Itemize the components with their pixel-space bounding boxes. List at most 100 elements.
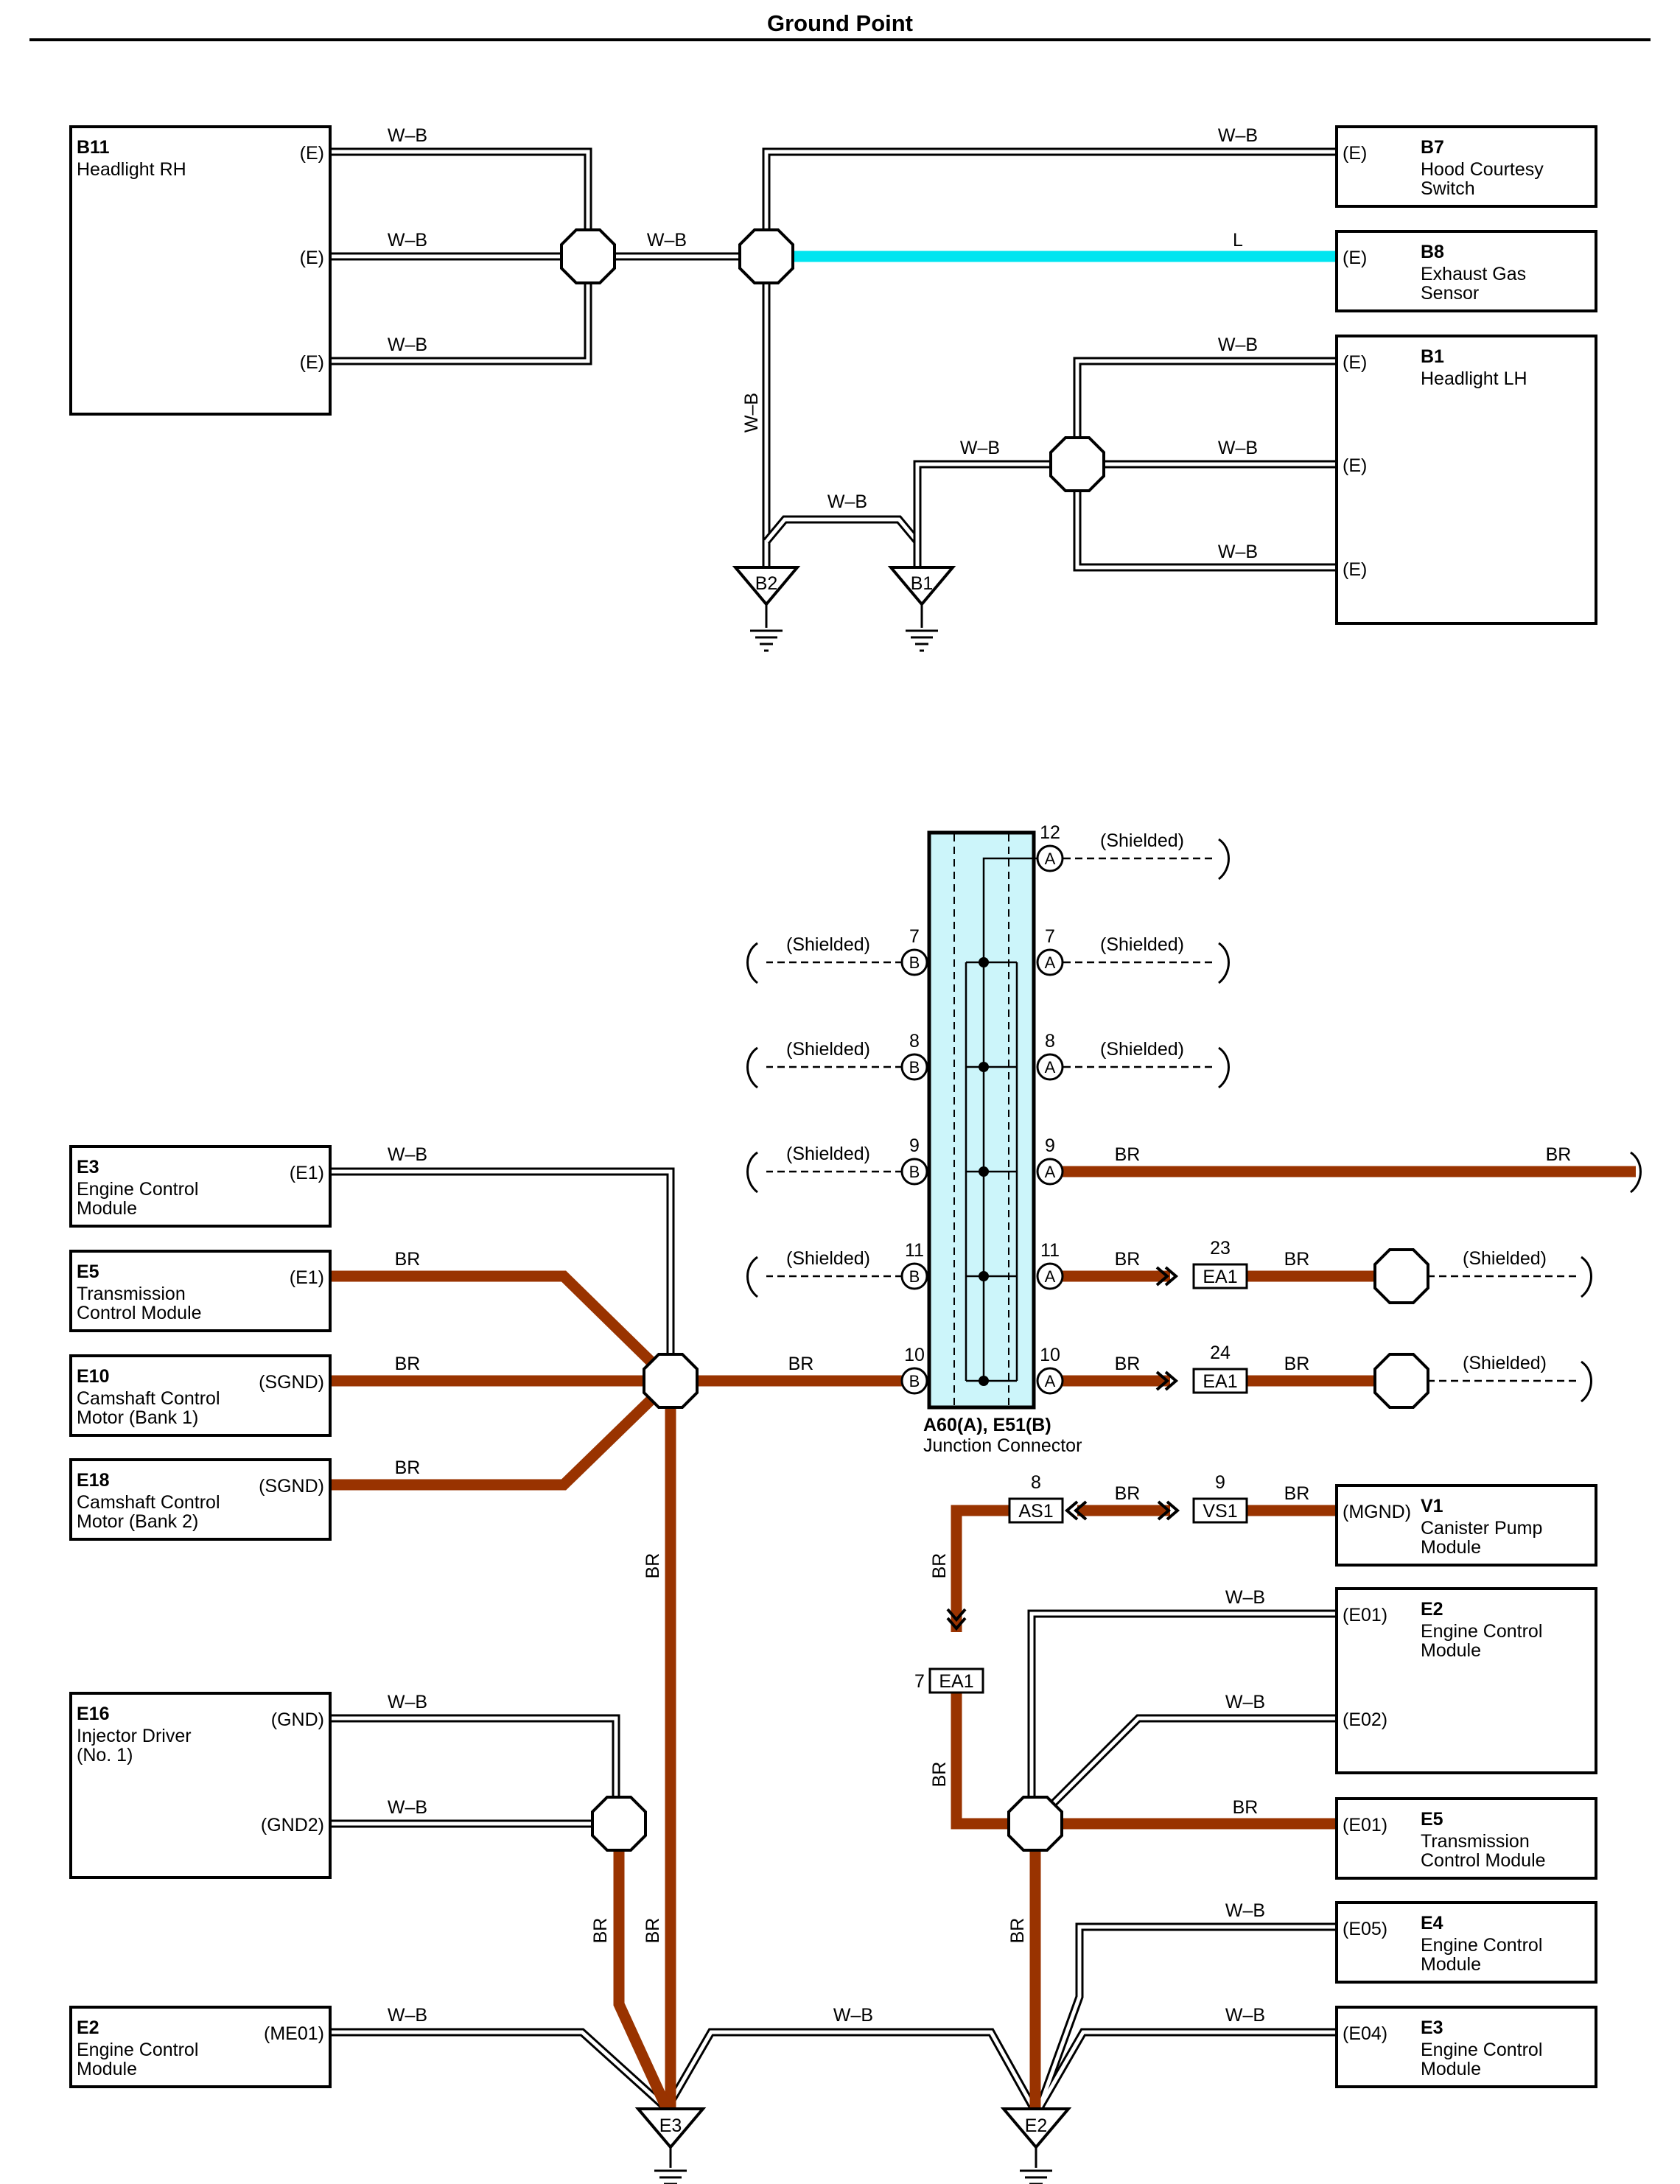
pin-label: (E) bbox=[1343, 248, 1367, 268]
svg-text:BR: BR bbox=[929, 1762, 950, 1788]
splice-shield-bottom bbox=[1373, 1353, 1429, 1409]
svg-text:BR: BR bbox=[1546, 1144, 1572, 1165]
component-id: B11 bbox=[77, 137, 110, 158]
svg-text:(E05): (E05) bbox=[1343, 1919, 1387, 1939]
component-name: Switch bbox=[1421, 178, 1475, 199]
svg-text:A: A bbox=[1045, 1372, 1056, 1390]
component-e5-left: E5 Transmission Control Module (E1) bbox=[69, 1250, 332, 1332]
svg-text:Control Module: Control Module bbox=[77, 1303, 202, 1323]
inline-connector-vs1: VS1 9 bbox=[1192, 1472, 1248, 1524]
svg-text:BR: BR bbox=[643, 1918, 663, 1944]
wire-label: W–B bbox=[960, 438, 1000, 458]
component-name: Sensor bbox=[1421, 283, 1479, 304]
splice-upper-mid bbox=[738, 228, 794, 284]
splice-lower-injector bbox=[591, 1796, 647, 1852]
inline-pin-number: 8 bbox=[1031, 1472, 1041, 1493]
component-b7: (E) B7 Hood Courtesy Switch bbox=[1335, 125, 1597, 208]
svg-text:(E1): (E1) bbox=[290, 1163, 324, 1183]
inline-connector-label: VS1 bbox=[1203, 1501, 1237, 1522]
svg-text:Transmission: Transmission bbox=[1421, 1831, 1530, 1852]
svg-text:E5: E5 bbox=[1421, 1809, 1443, 1830]
splice-lower-main bbox=[643, 1353, 699, 1409]
component-e4: (E05) E4 Engine Control Module bbox=[1335, 1901, 1597, 1984]
svg-text:11: 11 bbox=[905, 1240, 924, 1261]
component-e2-right: (E01) (E02) E2 Engine Control Module bbox=[1335, 1587, 1597, 1774]
svg-text:(Shielded): (Shielded) bbox=[786, 1144, 870, 1164]
splice-upper-right bbox=[1049, 436, 1105, 492]
svg-text:B: B bbox=[909, 1058, 920, 1077]
svg-text:(GND): (GND) bbox=[271, 1709, 324, 1730]
svg-text:Module: Module bbox=[1421, 1537, 1481, 1558]
component-name: Hood Courtesy bbox=[1421, 159, 1544, 180]
component-id: B7 bbox=[1421, 137, 1444, 158]
svg-text:BR: BR bbox=[1115, 1249, 1141, 1270]
component-e5-right: (E01) E5 Transmission Control Module bbox=[1335, 1797, 1597, 1880]
svg-text:W–B: W–B bbox=[388, 1692, 427, 1712]
junction-pins: A 12 B 7 A 7 B 8 A 8 B 9 A 9 B 11 A 11 B… bbox=[900, 822, 1064, 1395]
svg-text:(E01): (E01) bbox=[1343, 1605, 1387, 1625]
svg-text:(Shielded): (Shielded) bbox=[1100, 934, 1184, 955]
svg-text:Motor (Bank 1): Motor (Bank 1) bbox=[77, 1407, 198, 1428]
svg-text:B: B bbox=[909, 1163, 920, 1181]
svg-text:11: 11 bbox=[1040, 1240, 1060, 1261]
inline-connector-ea1-top: EA1 23 bbox=[1192, 1238, 1248, 1289]
svg-text:10: 10 bbox=[904, 1345, 925, 1365]
svg-text:Transmission: Transmission bbox=[77, 1284, 186, 1304]
svg-text:E2: E2 bbox=[1421, 1599, 1443, 1620]
inline-connector-as1: AS1 8 bbox=[1008, 1472, 1064, 1524]
svg-text:W–B: W–B bbox=[833, 2005, 873, 2026]
svg-text:(E04): (E04) bbox=[1343, 2023, 1387, 2044]
svg-text:BR: BR bbox=[1115, 1354, 1141, 1374]
page-title: Ground Point bbox=[767, 10, 913, 36]
wire-label: W–B bbox=[741, 393, 762, 433]
pin-label: (E) bbox=[1343, 143, 1367, 164]
wire-label: W–B bbox=[388, 125, 427, 146]
svg-text:(MGND): (MGND) bbox=[1343, 1502, 1411, 1522]
component-id: B8 bbox=[1421, 242, 1444, 262]
svg-text:Module: Module bbox=[1421, 1640, 1481, 1661]
component-v1: (MGND) V1 Canister Pump Module bbox=[1335, 1484, 1597, 1567]
wire-label: L bbox=[1233, 230, 1243, 251]
splice-lower-e2 bbox=[1007, 1796, 1063, 1852]
svg-text:W–B: W–B bbox=[388, 1144, 427, 1165]
ground-label: E3 bbox=[659, 2115, 682, 2136]
inline-connector-label: EA1 bbox=[1203, 1371, 1237, 1392]
svg-text:BR: BR bbox=[395, 1457, 421, 1478]
component-b8: (E) B8 Exhaust Gas Sensor bbox=[1335, 230, 1597, 312]
component-name: Headlight LH bbox=[1421, 368, 1527, 389]
junction-connector bbox=[927, 830, 1050, 1410]
shielded-wires-right bbox=[1063, 838, 1642, 1403]
svg-text:(Shielded): (Shielded) bbox=[786, 1248, 870, 1269]
inline-connector-ea1-vertical: EA1 7 bbox=[914, 1667, 984, 1694]
svg-text:A: A bbox=[1045, 1058, 1056, 1077]
svg-text:Engine Control: Engine Control bbox=[1421, 1935, 1542, 1956]
pin-label: (E) bbox=[300, 352, 324, 373]
wires-lower-wb bbox=[329, 1167, 1337, 2113]
inline-pin-number: 9 bbox=[1215, 1472, 1225, 1493]
svg-text:W–B: W–B bbox=[1225, 1692, 1265, 1712]
inline-connector-ea1-bottom: EA1 24 bbox=[1192, 1343, 1248, 1394]
svg-text:B: B bbox=[909, 953, 920, 972]
component-name: Exhaust Gas bbox=[1421, 264, 1526, 284]
svg-text:(GND2): (GND2) bbox=[261, 1815, 324, 1835]
svg-text:Module: Module bbox=[77, 1198, 137, 1219]
svg-text:7: 7 bbox=[1045, 926, 1055, 947]
svg-text:(E1): (E1) bbox=[290, 1267, 324, 1288]
connector-chevrons bbox=[946, 1266, 1180, 1631]
svg-text:BR: BR bbox=[1233, 1797, 1259, 1818]
svg-text:BR: BR bbox=[929, 1553, 950, 1579]
svg-text:Injector Driver: Injector Driver bbox=[77, 1726, 192, 1746]
svg-text:BR: BR bbox=[1284, 1249, 1310, 1270]
svg-text:8: 8 bbox=[1045, 1031, 1055, 1051]
svg-text:(Shielded): (Shielded) bbox=[1100, 830, 1184, 851]
component-e16: E16 Injector Driver (No. 1) (GND) (GND2) bbox=[69, 1692, 332, 1879]
svg-text:8: 8 bbox=[909, 1031, 920, 1051]
svg-text:7: 7 bbox=[909, 926, 920, 947]
svg-text:BR: BR bbox=[643, 1553, 663, 1579]
svg-text:Camshaft Control: Camshaft Control bbox=[77, 1492, 220, 1513]
svg-text:W–B: W–B bbox=[1225, 1900, 1265, 1921]
svg-text:E3: E3 bbox=[77, 1157, 99, 1177]
component-b11: B11 Headlight RH (E) (E) (E) bbox=[69, 125, 332, 416]
ground-label: B2 bbox=[755, 573, 778, 594]
